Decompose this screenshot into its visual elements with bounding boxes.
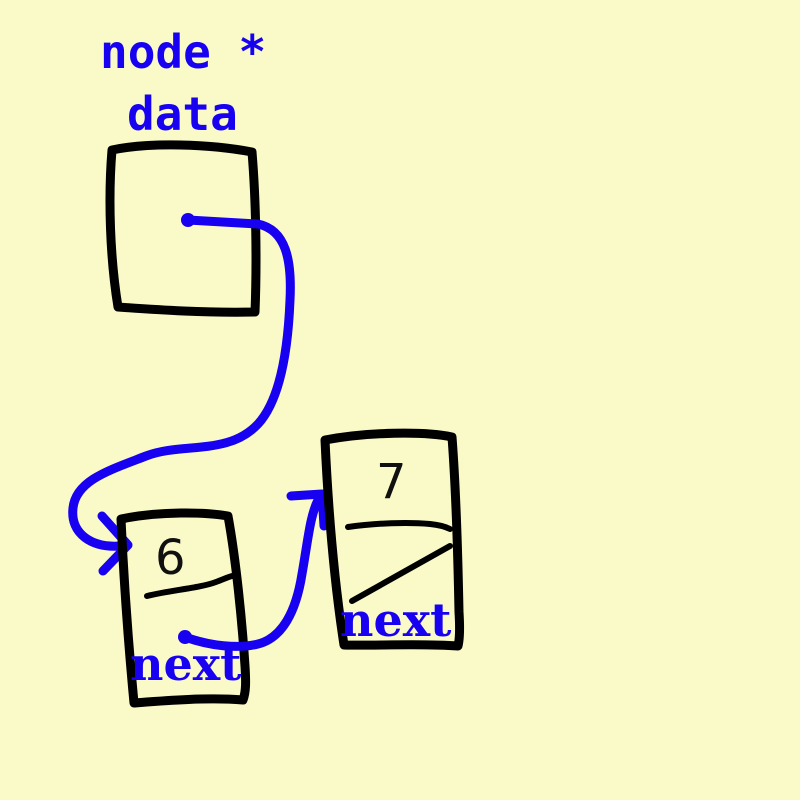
node-box-7 — [320, 428, 465, 651]
pointer-variable-title-line1: node * — [100, 25, 266, 79]
pointer-variable-box — [105, 140, 261, 317]
node-value-6: 6 — [155, 530, 186, 586]
node-box-6 — [116, 508, 251, 708]
node-next-label-7: next — [340, 593, 452, 647]
pointer-arrow-data-to-node6 — [68, 215, 295, 576]
pointer-variable-title-line2: data — [127, 87, 238, 141]
node-value-7: 7 — [376, 454, 407, 510]
pointer-arrow-node6-to-node7 — [180, 489, 329, 651]
